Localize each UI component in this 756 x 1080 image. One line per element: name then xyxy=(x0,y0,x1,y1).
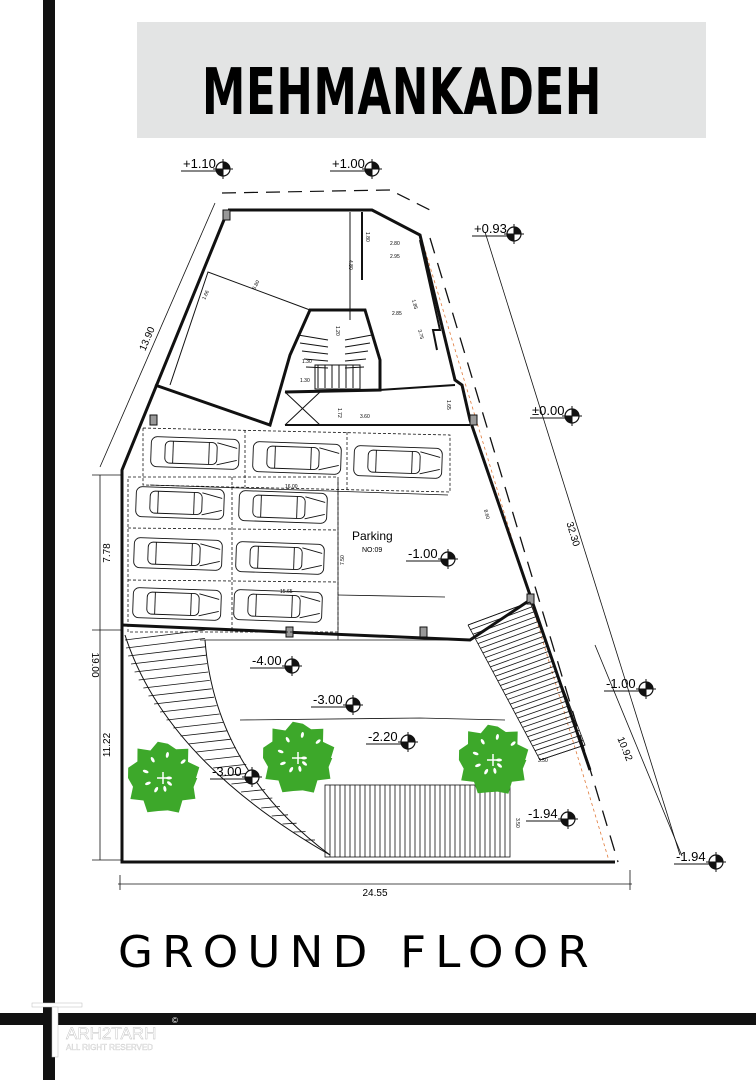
sheet-title: MEHMANKADEH xyxy=(202,56,602,130)
dim-parking-depth: 7.50 xyxy=(340,555,346,565)
logo: ARH2TARH ALL RIGHT RESERVED © xyxy=(31,1002,178,1058)
interior-dimension: 2.80 xyxy=(390,241,400,247)
elevation-value: +1.00 xyxy=(332,156,365,171)
car-icon xyxy=(133,537,223,571)
car-icon xyxy=(235,541,325,575)
interior-dimension: 2.85 xyxy=(392,311,402,317)
sheet-subtitle: GROUND FLOOR xyxy=(118,927,598,978)
interior-dimension: 2.95 xyxy=(390,254,400,260)
elevation-marker: -1.00 xyxy=(604,676,656,699)
elevation-value: -2.20 xyxy=(368,729,398,744)
elevation-value: -1.00 xyxy=(408,546,438,561)
elevation-value: -3.00 xyxy=(212,764,242,779)
interior-dimension: 1.65 xyxy=(445,400,451,410)
elevation-marker: +1.00 xyxy=(330,156,382,179)
interior-dimension: 1.85 xyxy=(410,299,418,310)
dim-ramp-right: 3.50 xyxy=(538,758,548,764)
elevation-value: -4.00 xyxy=(252,653,282,668)
elevation-marker: +0.93 xyxy=(472,221,524,244)
parking-lines xyxy=(149,480,449,640)
interior-dimension: 1.72 xyxy=(336,408,342,418)
elevation-value: -1.94 xyxy=(676,849,706,864)
interior-dimension: 3.75 xyxy=(416,329,424,340)
logo-tagline: ALL RIGHT RESERVED xyxy=(66,1043,153,1052)
elevation-marker: -3.00 xyxy=(311,692,363,715)
logo-name: ARH2TARH xyxy=(66,1024,156,1043)
car-icon xyxy=(252,441,342,475)
elevation-marker: ±0.00 xyxy=(530,403,582,426)
courtyard-lines xyxy=(200,639,506,721)
interior-dimension: 1.20 xyxy=(334,326,340,336)
elevation-value: -1.00 xyxy=(606,676,636,691)
staircase xyxy=(297,334,373,390)
car-icon xyxy=(353,445,443,479)
dimension-lines xyxy=(92,202,683,890)
car-icon xyxy=(135,486,225,520)
interior-dimension: 3.60 xyxy=(360,414,370,420)
car-icon xyxy=(150,436,240,470)
dim-left-diagonal: 13.90 xyxy=(138,325,158,353)
dim-left-total: 19.00 xyxy=(89,652,100,677)
elevation-value: +0.93 xyxy=(474,221,507,236)
interior-dimension: 1.30 xyxy=(302,359,312,365)
interior-dimension: 1.66 xyxy=(201,289,211,301)
dim-right-diagonal: 32.30 xyxy=(563,521,581,549)
dim-parking-row4: 15.65 xyxy=(280,589,293,595)
elevation-value: -3.00 xyxy=(313,692,343,707)
dim-right-lower: 10.92 xyxy=(615,735,635,763)
elevation-marker: -4.00 xyxy=(250,653,302,676)
car-icon xyxy=(132,587,222,621)
logo-copyright: © xyxy=(172,1016,178,1025)
parking-grid xyxy=(127,427,451,633)
tree-icon xyxy=(263,721,335,793)
elevation-marker: -2.20 xyxy=(366,729,418,752)
elevation-marker: -1.00 xyxy=(406,546,458,569)
trees xyxy=(128,721,529,813)
building-walls xyxy=(120,208,615,864)
elevation-value: -1.94 xyxy=(528,806,558,821)
elevation-marker: -3.00 xyxy=(210,764,262,787)
parking-label: Parking xyxy=(352,529,393,543)
interior-dimension: 1.80 xyxy=(364,232,370,242)
interior-dimension: 8.60 xyxy=(482,509,490,520)
parking-cars xyxy=(132,436,443,623)
interior-dimensions: 6.80 4.80 1.80 2.80 2.95 1.85 2.85 3.75 1.30 1.30… xyxy=(201,232,490,520)
frame-horizontal-bar xyxy=(0,1013,756,1025)
elevation-value: +1.10 xyxy=(183,156,216,171)
logo-column-icon xyxy=(31,1002,83,1008)
dim-ramp-bottom: 3.50 xyxy=(514,818,520,828)
title-box xyxy=(137,22,706,138)
car-icon xyxy=(238,490,328,524)
frame-vertical-bar xyxy=(43,0,55,1080)
parking-count: NO:09 xyxy=(362,547,382,554)
elevation-marker: +1.10 xyxy=(181,156,233,179)
tree-icon xyxy=(458,724,529,794)
car-icon xyxy=(233,589,323,623)
elevation-value: ±0.00 xyxy=(532,403,564,418)
dim-left-upper: 7.78 xyxy=(102,543,113,563)
interior-dimension: 1.30 xyxy=(300,378,310,384)
interior-dimension: 6.80 xyxy=(251,279,261,291)
elevation-marker: -1.94 xyxy=(674,849,726,872)
elevation-marker: -1.94 xyxy=(526,806,578,829)
dim-left-lower: 11.22 xyxy=(102,732,113,757)
tree-icon xyxy=(128,741,200,813)
interior-dimension: 4.80 xyxy=(347,260,353,270)
dim-bottom: 24.55 xyxy=(362,888,387,899)
elevation-markers: +1.10 +1.00 +0.93 ±0.00 -1.00 -4.00 -3.00 -2.20… xyxy=(181,156,726,872)
dim-parking-row1: 16.00 xyxy=(285,484,298,490)
ramps xyxy=(124,601,586,858)
